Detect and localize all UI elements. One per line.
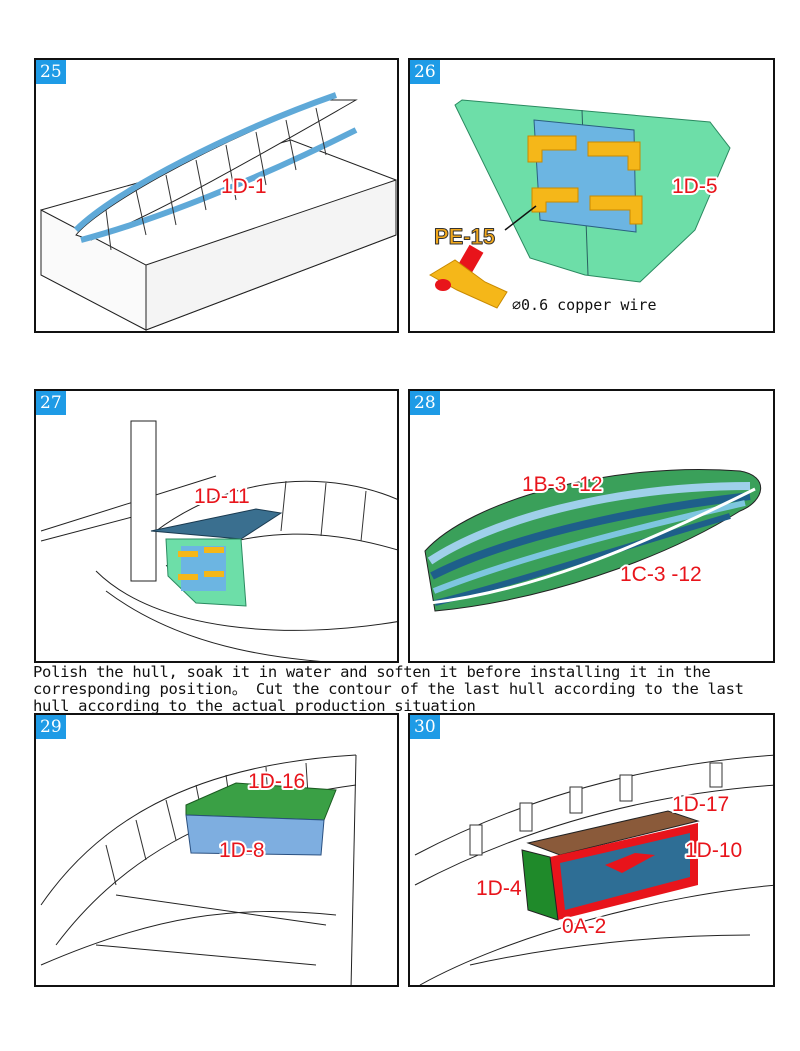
- step-26-panel: 26 1D-5 PE-15 ∅0.6 copper wire: [408, 58, 775, 333]
- part-label: 1D-16: [248, 770, 305, 793]
- step-number: 26: [410, 60, 440, 84]
- step-27-panel: 27 1D-11: [34, 389, 399, 663]
- part-label: 1B-3 -12: [522, 473, 603, 496]
- planked-hull-illustration: 1B-3 -12 1C-3 -12: [424, 468, 762, 612]
- step-number: 27: [36, 391, 66, 415]
- step-number: 29: [36, 715, 66, 739]
- part-label: 1D-8: [219, 839, 265, 862]
- seat-illustration: 1D-16 1D-8: [40, 754, 357, 985]
- transom-illustration: 1D-5 PE-15 ∅0.6 copper wire: [429, 99, 731, 314]
- part-label: 1D-4: [476, 877, 522, 900]
- copper-wire-note: ∅0.6 copper wire: [512, 296, 657, 314]
- step-number: 28: [410, 391, 440, 415]
- stern-illustration: 1D-11: [40, 420, 397, 661]
- part-label: 0A-2: [562, 915, 606, 938]
- part-label: 1D-10: [685, 839, 742, 862]
- hull-frame-illustration: 1D-1: [40, 92, 397, 331]
- step-30-panel: 30 1D-17 1D-10 1D-4 0A-2: [408, 713, 775, 987]
- step-29-panel: 29 1D-16 1D-8: [34, 713, 399, 987]
- instruction-text: Polish the hull, soak it in water and so…: [33, 663, 744, 715]
- pe-part-label: PE-15: [434, 224, 495, 249]
- part-label: 1D-5: [672, 175, 718, 198]
- box-illustration: 1D-17 1D-10 1D-4 0A-2: [414, 754, 773, 985]
- part-label: 1D-1: [221, 175, 267, 198]
- part-label: 1C-3 -12: [620, 563, 702, 586]
- step-number: 25: [36, 60, 66, 84]
- part-label: 1D-17: [672, 793, 729, 816]
- step-number: 30: [410, 715, 440, 739]
- step-25-panel: 25 1D-1: [34, 58, 399, 333]
- step-28-panel: 28 1B-3 -12 1C-3 -12: [408, 389, 775, 663]
- part-label: 1D-11: [194, 485, 250, 508]
